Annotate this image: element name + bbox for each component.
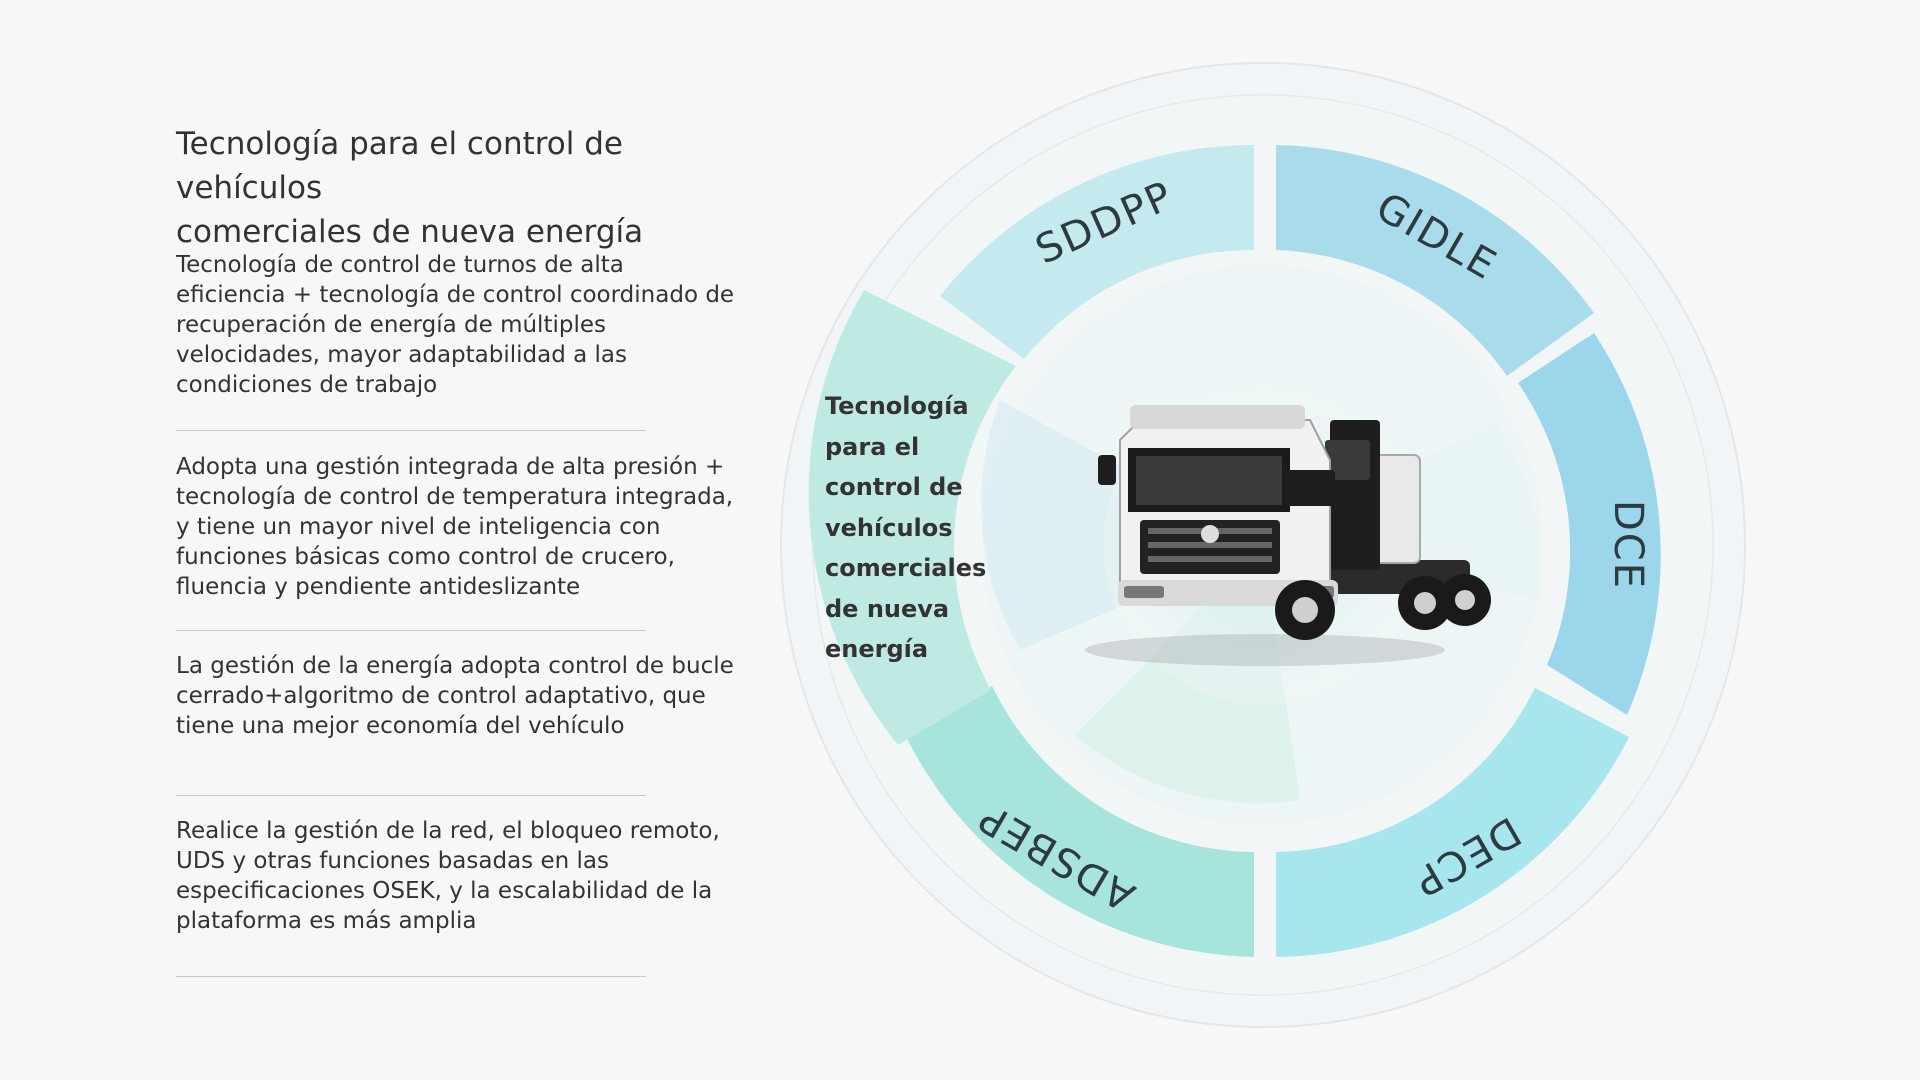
feature-divider bbox=[176, 976, 646, 977]
center-label-line: de nueva bbox=[825, 594, 950, 623]
center-label-line: para el bbox=[825, 432, 920, 461]
center-label: Tecnología para el control de vehículos … bbox=[825, 386, 987, 670]
feature-text-1: Tecnología de control de turnos de alta … bbox=[176, 252, 735, 398]
segment-ring bbox=[808, 144, 1661, 957]
title-line-2: comerciales de nueva energía bbox=[176, 214, 644, 250]
feature-text-2: Adopta una gestión integrada de alta pre… bbox=[176, 454, 734, 600]
center-label-line: vehículos bbox=[825, 513, 953, 542]
feature-text-4: Realice la gestión de la red, el bloqueo… bbox=[176, 818, 720, 934]
feature-divider bbox=[176, 430, 646, 431]
title-line-1: Tecnología para el control de vehículos bbox=[176, 126, 623, 206]
feature-divider bbox=[176, 795, 646, 796]
truck-image bbox=[1085, 405, 1491, 666]
feature-text-3: La gestión de la energía adopta control … bbox=[176, 653, 734, 739]
center-label-line: energía bbox=[825, 635, 929, 663]
segment-side bbox=[808, 290, 1016, 745]
center-label-line: control de bbox=[825, 473, 963, 501]
segment-adsbep bbox=[905, 686, 1254, 957]
segment-label-dce: DCE bbox=[1605, 500, 1651, 590]
center-label-line: Tecnología bbox=[825, 392, 969, 420]
feature-divider bbox=[176, 630, 646, 631]
segment-gidle bbox=[1276, 145, 1594, 376]
segment-sddpp bbox=[940, 144, 1254, 359]
page-title: Tecnología para el control de vehículos … bbox=[176, 122, 776, 254]
center-label-line: comerciales bbox=[825, 554, 987, 582]
segment-decp bbox=[1276, 688, 1629, 957]
segment-dce bbox=[1518, 333, 1661, 715]
